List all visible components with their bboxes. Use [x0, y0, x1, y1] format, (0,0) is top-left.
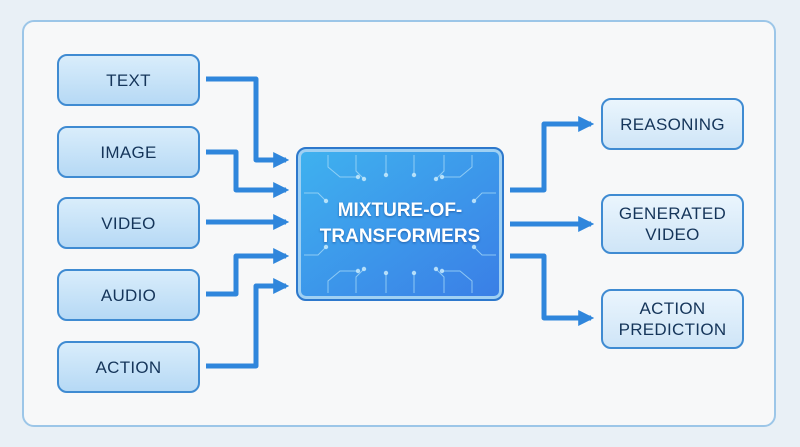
input-image-label: IMAGE — [100, 142, 157, 162]
arrow-action-to-center — [206, 277, 290, 369]
input-audio-label: AUDIO — [100, 285, 157, 305]
center-label: MIXTURE-OF- TRANSFORMERS — [319, 200, 481, 247]
arrow-text-to-center — [206, 76, 290, 169]
arrow-image-to-center — [206, 149, 290, 199]
input-audio-box: AUDIO — [57, 269, 200, 321]
arrow-center-to-reasoning — [510, 115, 595, 193]
input-action-box: ACTION — [57, 341, 200, 393]
input-text-label: TEXT — [106, 70, 151, 90]
arrow-center-to-action-prediction — [510, 253, 595, 327]
input-video-label: VIDEO — [101, 213, 156, 233]
output-reasoning-label: REASONING — [620, 114, 725, 134]
input-action-label: ACTION — [95, 357, 162, 377]
mixture-of-transformers-node: MIXTURE-OF- TRANSFORMERS — [296, 147, 504, 301]
circuit-pattern — [304, 155, 496, 293]
output-action-prediction-label: ACTION PREDICTION — [618, 299, 727, 339]
input-image-box: IMAGE — [57, 126, 200, 178]
arrow-audio-to-center — [206, 247, 290, 297]
input-video-box: VIDEO — [57, 197, 200, 249]
output-action-prediction-box: ACTION PREDICTION — [601, 289, 744, 349]
output-generated-video-label: GENERATED VIDEO — [618, 204, 727, 244]
input-text-box: TEXT — [57, 54, 200, 106]
output-generated-video-box: GENERATED VIDEO — [601, 194, 744, 254]
output-reasoning-box: REASONING — [601, 98, 744, 150]
